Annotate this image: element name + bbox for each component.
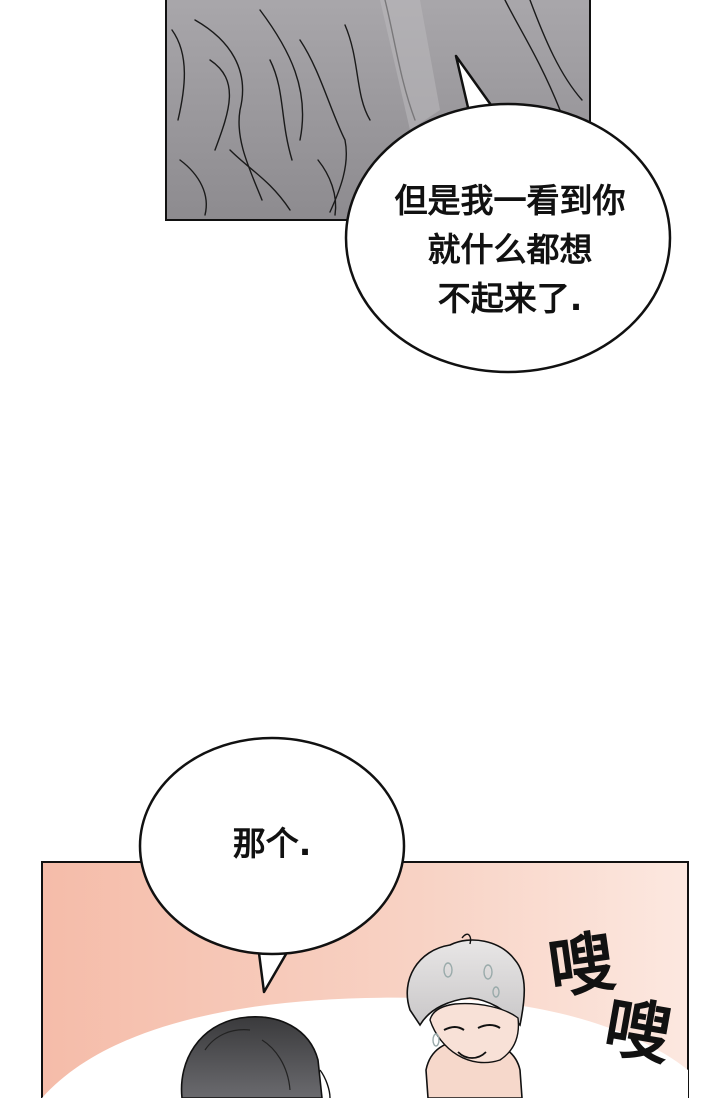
bubble-2-line-1: 那个.: [232, 824, 312, 863]
bubble-1-line-1: 但是我一看到你: [394, 181, 626, 220]
speech-bubble-1: [344, 54, 672, 374]
bubble-1-line-2: 就什么都想: [427, 230, 593, 269]
bubble-1-line-3: 不起来了.: [437, 279, 583, 318]
speech-bubble-2: [138, 736, 406, 994]
bubble-2-text: 那个.: [172, 822, 372, 866]
silver-haired-character: [406, 933, 526, 1098]
peach-panel: [41, 861, 689, 1098]
bubble-1-text: 但是我一看到你 就什么都想 不起来了.: [360, 176, 660, 323]
sound-effect-1: 嗖: [543, 922, 620, 1009]
dark-haired-character: [180, 1016, 331, 1098]
